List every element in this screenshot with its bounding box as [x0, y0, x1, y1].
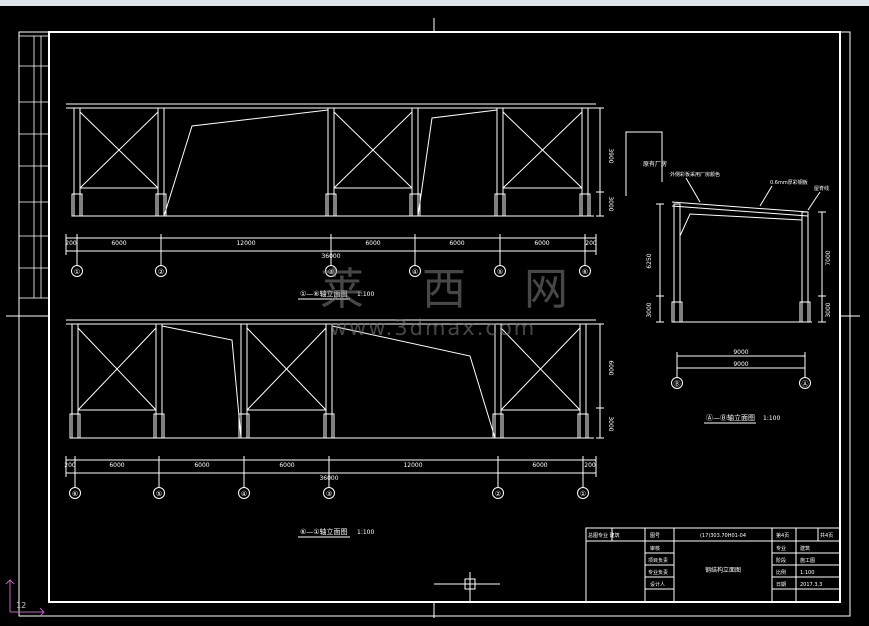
dim-label: 6000	[365, 240, 380, 247]
elevation-1-scale: 1:100	[357, 291, 374, 298]
ucs-icon	[5, 579, 45, 617]
height-dim-label: 3000	[825, 302, 832, 317]
axis-label: ⑤	[497, 268, 503, 276]
dim-label: 12000	[236, 240, 255, 247]
window-top-bar	[0, 0, 869, 6]
drawing-name: 钢结构立面图	[705, 566, 741, 574]
elevation-2-text: 200 6000 6000 6000 12000 6000 200 36000 …	[64, 360, 614, 536]
section-note-left: 外侧彩板采用厂房颜色	[670, 171, 720, 178]
info-value: 建筑	[800, 545, 810, 552]
dim-label: 200	[585, 240, 597, 247]
total-dim-label: 36000	[319, 475, 338, 482]
height-dim-label: 3000	[607, 416, 614, 431]
axis-label: ③	[328, 268, 334, 276]
height-dim-label: 3000	[607, 196, 614, 211]
axis-bubbles-section	[671, 368, 811, 389]
x-bracing-elev-2	[77, 327, 581, 411]
axis-label: ②	[495, 490, 501, 498]
axis-label: ③	[326, 490, 332, 498]
sheet-no: 第4页	[776, 532, 789, 539]
x-bracing-elev-1	[79, 111, 583, 189]
axis-leaders-elev-2	[74, 473, 584, 488]
elevation-2-scale: 1:100	[357, 529, 374, 536]
dim-label: 6000	[111, 240, 126, 247]
dim-label: 200	[64, 462, 76, 469]
section-note-existing: 原有厂房	[643, 160, 667, 168]
dim-label: 12000	[403, 462, 422, 469]
section-view[interactable]	[625, 131, 826, 378]
centering-marks	[6, 18, 860, 618]
section-note-mid: 0.6mm厚彩钢板	[770, 179, 808, 186]
height-dim-label: 6000	[607, 360, 614, 375]
section-text: 原有厂房 外侧彩板采用厂房颜色 0.6mm厚彩钢板 屋脊线 6250 3000 …	[643, 160, 832, 422]
info-value: 1:100	[800, 570, 814, 576]
columns-elev-2	[71, 323, 587, 439]
crosshair-cursor-icon	[434, 572, 500, 602]
dim-label: 6000	[534, 240, 549, 247]
total-sheets: 共4页	[820, 532, 833, 539]
sign-row: 项目负责	[648, 557, 668, 564]
axis-label: Ⓐ	[802, 380, 809, 388]
sign-row: 审核	[650, 545, 660, 552]
dim-ticks-elev-2	[65, 456, 597, 477]
elevation-1-text: 200 6000 12000 6000 6000 6000 200 36000 …	[65, 148, 614, 298]
elevation-1-title: ①—⑥轴立面图	[300, 289, 348, 298]
sign-row: 设计人	[650, 581, 665, 588]
axis-label: ②	[158, 268, 164, 276]
left-signature-strip	[18, 35, 50, 299]
info-label: 日期	[776, 582, 786, 588]
section-note-right: 屋脊线	[814, 185, 829, 192]
axis-label: ⑥	[72, 490, 78, 498]
portal-bracing-elev-2	[161, 325, 496, 439]
height-dim-label: 3000	[646, 302, 653, 317]
dim-label: 200	[65, 240, 77, 247]
info-label: 专业	[776, 545, 786, 552]
title-block-text: 总图专业 建筑 图号 (17)303.70H01-04 第4页 共4页 审核 项…	[588, 532, 833, 588]
dim-label: 6000	[449, 240, 464, 247]
section-title: Ⓐ—Ⓑ轴立面图	[706, 413, 755, 422]
total-dim-label: 36000	[321, 253, 340, 260]
info-label: 比例	[776, 569, 786, 576]
height-dim-label: 3900	[607, 148, 614, 163]
info-label: 阶段	[776, 557, 786, 564]
elevation-2-title: ⑥—①轴立面图	[300, 527, 348, 536]
axis-label: ①	[74, 268, 80, 276]
inner-frame-border	[48, 31, 841, 603]
axis-label: ④	[241, 490, 247, 498]
info-value: 2017.3.3	[800, 582, 822, 588]
axis-label: ①	[580, 490, 586, 498]
axis-label: ④	[412, 268, 418, 276]
dim-label: 6000	[279, 462, 294, 469]
dim-label: 6000	[194, 462, 209, 469]
drawing-no: (17)303.70H01-04	[700, 533, 746, 539]
title-block-header: 总图专业 建筑	[588, 532, 620, 539]
dim-label: 200	[584, 462, 596, 469]
ucs-label: 12	[16, 601, 26, 610]
axis-label: ⑤	[156, 490, 162, 498]
title-block[interactable]	[585, 527, 841, 603]
sign-row: 专业负责	[648, 569, 668, 576]
cad-drawing-canvas[interactable]: 200 6000 12000 6000 6000 6000 200 36000 …	[0, 6, 869, 626]
dim-label: 9000	[733, 361, 748, 368]
axis-leaders-elev-1	[76, 251, 586, 266]
axis-bubbles-elev-1	[71, 265, 591, 277]
columns-elev-1	[73, 107, 589, 217]
axis-label: Ⓑ	[674, 380, 681, 388]
axis-bubbles-elev-2	[69, 487, 589, 499]
axis-label: ⑥	[582, 268, 588, 276]
dim-label: 6000	[109, 462, 124, 469]
height-dim-label: 6250	[646, 253, 653, 268]
base-plates-elev-2	[69, 413, 589, 439]
elevation-2[interactable]	[65, 319, 604, 488]
portal-bracing-elev-1	[163, 109, 498, 217]
info-value: 施工图	[800, 557, 815, 564]
section-scale: 1:100	[763, 415, 780, 422]
elevation-1[interactable]	[65, 103, 604, 266]
base-plates-elev-1	[71, 193, 591, 217]
dim-label: 9000	[733, 349, 748, 356]
drawing-no-label: 图号	[650, 533, 660, 539]
dim-label: 6000	[532, 462, 547, 469]
height-dim-label: 7000	[825, 250, 832, 265]
